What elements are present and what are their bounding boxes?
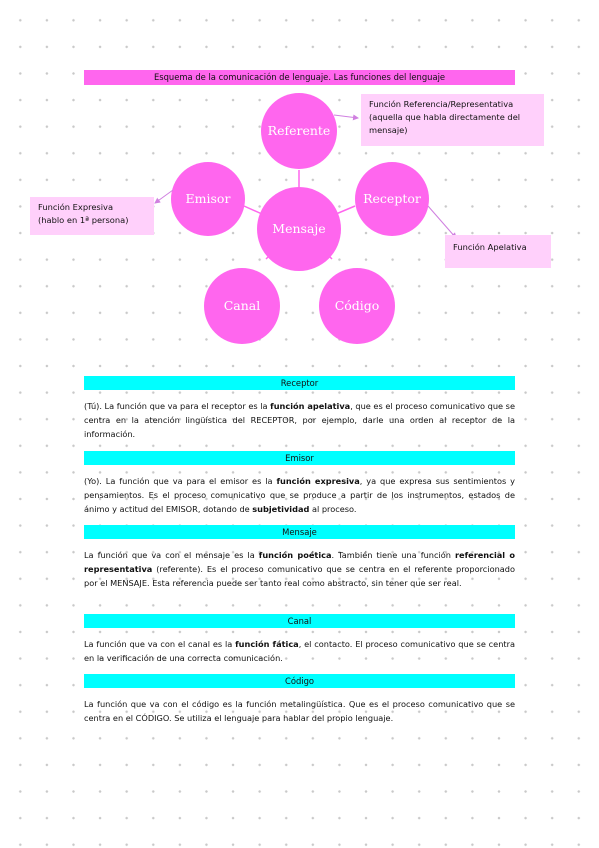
circle-label-referente: Referente (267, 123, 331, 138)
arrow-apelativa (427, 205, 457, 239)
connector-receptor (335, 205, 356, 215)
callout-apelativa-line1: Función Apelativa (453, 242, 527, 252)
arrow-referencial (333, 114, 359, 121)
text-part: , ya que expresa sus sentimientos y pens… (84, 476, 515, 515)
text-part: La función que va con el código es la fu… (84, 699, 515, 724)
page-title: Esquema de la comunicación de lenguaje. … (84, 70, 515, 85)
text-bold: función fática (235, 639, 299, 649)
callout-referencial-line2: (aquella que habla directamente del (369, 112, 521, 122)
section-text-mensaje: La función que va con el mensaje es la f… (84, 548, 515, 591)
callout-expresiva-line1: Función Expresiva (38, 202, 114, 212)
section-heading-mensaje: Mensaje (84, 525, 515, 539)
callout-funcion-referencial: Función Referencia/Representativa (aquel… (361, 94, 544, 146)
section-heading-codigo: Código (84, 674, 515, 688)
section-text-receptor: (Tú). La función que va para el receptor… (84, 399, 515, 442)
section-heading-canal: Canal (84, 614, 515, 628)
text-bold: función expresiva (276, 476, 360, 486)
circle-receptor (355, 162, 429, 236)
circle-emisor (171, 162, 245, 236)
connector-emisor (243, 205, 263, 215)
text-part: al proceso. (309, 504, 357, 515)
circle-label-receptor: Receptor (363, 191, 421, 206)
text-part: (Yo). La función que va para el emisor e… (84, 476, 277, 486)
circle-mensaje (257, 187, 341, 271)
section-text-codigo: La función que va con el código es la fu… (84, 697, 515, 725)
arrow-expresiva (154, 189, 174, 204)
text-part: La función que va con el mensaje es la (84, 550, 259, 560)
text-part: La función que va con el canal es la (84, 639, 236, 649)
text-part: , que es el proceso comunicativo que se … (84, 401, 515, 440)
circle-label-canal: Canal (223, 298, 261, 313)
circle-label-emisor: Emisor (185, 191, 231, 206)
callout-expresiva-line2: (hablo en 1ª persona) (38, 215, 129, 225)
section-heading-emisor: Emisor (84, 451, 515, 465)
callout-referencial-line3: mensaje) (369, 125, 408, 135)
section-text-canal: La función que va con el canal es la fun… (84, 637, 515, 665)
text-bold: función apelativa (270, 401, 351, 411)
text-part: , el contacto. El proceso comunicativo q… (84, 639, 515, 664)
text-part: . También tiene una función (331, 550, 455, 560)
text-part: (Tú). La función que va para el receptor… (84, 401, 271, 411)
text-part: (referente). Es el proceso comunicativo … (84, 564, 515, 589)
callout-funcion-apelativa: Función Apelativa (445, 235, 551, 268)
circle-codigo (319, 268, 395, 344)
callout-referencial-line1: Función Referencia/Representativa (369, 99, 514, 109)
section-text-emisor: (Yo). La función que va para el emisor e… (84, 474, 515, 517)
circle-label-codigo: Código (334, 298, 380, 313)
circle-canal (204, 268, 280, 344)
text-bold: función poética (258, 550, 332, 560)
text-bold: subjetividad (252, 504, 310, 515)
circle-label-mensaje: Mensaje (272, 221, 326, 236)
callout-funcion-expresiva: Función Expresiva (hablo en 1ª persona) (30, 197, 154, 235)
section-heading-receptor: Receptor (84, 376, 515, 390)
circle-referente (261, 93, 337, 169)
text-bold: referencial o representativa (84, 550, 516, 575)
